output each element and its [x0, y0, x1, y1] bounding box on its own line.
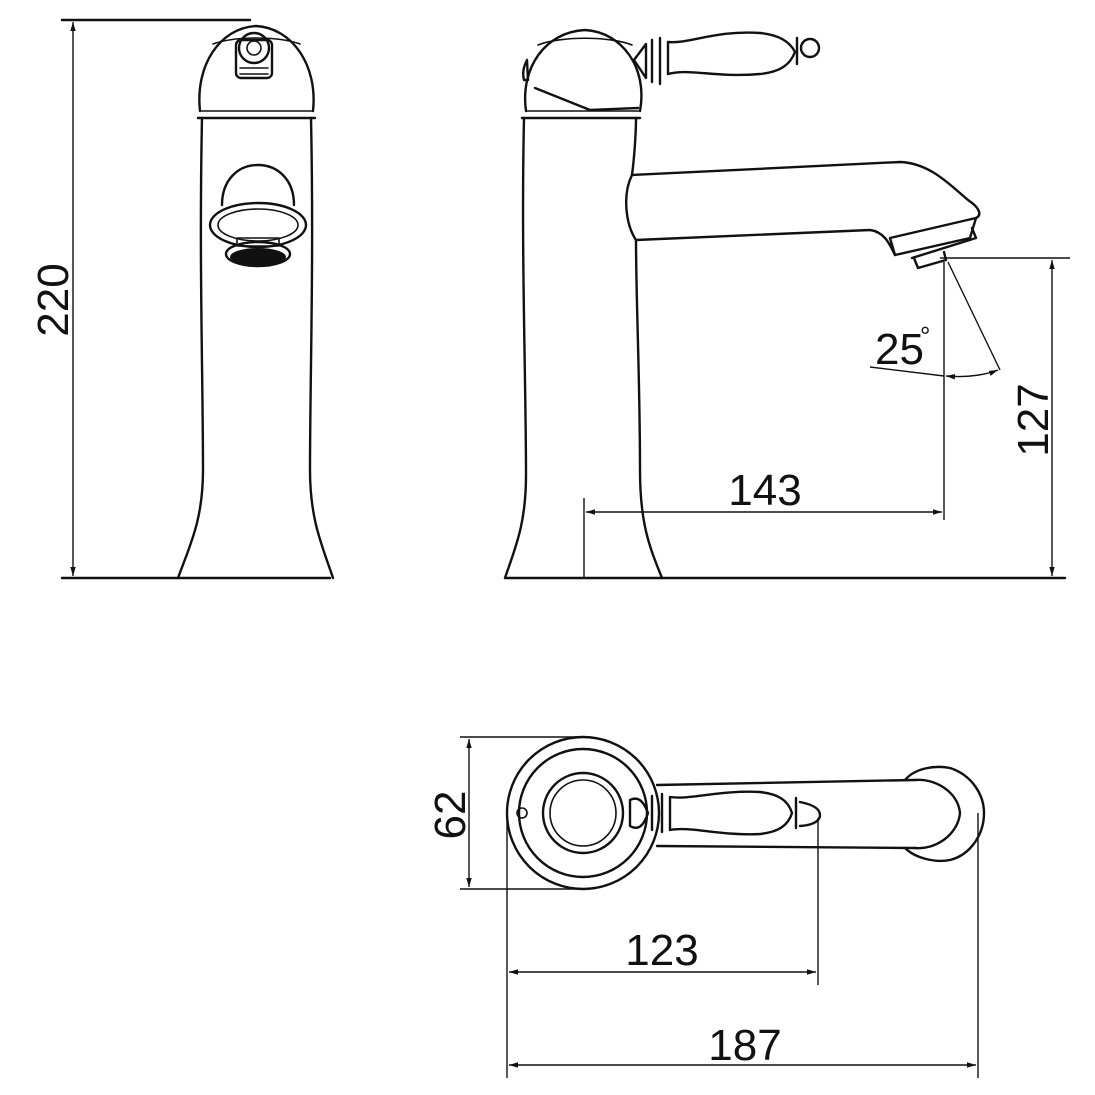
top-spout-head-outer — [903, 765, 986, 862]
dim-handle-length: 123 — [625, 926, 698, 975]
top-dome-outer — [541, 771, 625, 855]
front-handle-knob — [237, 31, 271, 65]
dim-base-diameter: 62 — [426, 791, 475, 840]
top-spout-upper — [655, 778, 917, 787]
top-base-ring — [517, 747, 649, 879]
side-body-right-upper — [630, 116, 638, 177]
front-view — [60, 18, 335, 580]
top-lever-grip — [668, 790, 794, 836]
side-dome-ring — [537, 37, 633, 46]
top-base-outer — [505, 735, 661, 891]
front-spout-flange-inner — [217, 208, 299, 242]
handle-123-dimension: 123 — [506, 813, 819, 1078]
height-127-dimension: 127 — [940, 257, 1070, 576]
front-dome-ring — [212, 37, 301, 45]
side-lever-base — [533, 86, 640, 112]
side-lever-tip — [799, 37, 821, 59]
side-lever-grip — [666, 31, 797, 77]
front-spout-cap — [220, 163, 296, 207]
top-view — [505, 735, 986, 891]
side-aerator-ring — [910, 226, 978, 260]
height-220-dimension: 220 — [29, 22, 78, 576]
top-lever-neck — [628, 797, 650, 829]
side-body-left — [503, 116, 528, 580]
diameter-62-dimension: 62 — [426, 736, 590, 890]
top-spout-lower — [655, 844, 917, 850]
front-dome — [198, 24, 315, 113]
side-spout-top — [630, 160, 981, 220]
front-body-left — [176, 116, 205, 580]
front-handle-stem — [234, 38, 274, 80]
side-aerator-body — [888, 216, 978, 257]
side-lever-neck — [632, 42, 648, 80]
dim-total-height: 220 — [29, 263, 78, 336]
front-spout-flange — [208, 201, 308, 249]
side-view — [503, 28, 1067, 580]
front-aerator-mesh — [230, 248, 286, 266]
side-aerator-tip — [912, 250, 948, 270]
front-body-right — [308, 116, 335, 580]
dim-spout-reach: 143 — [728, 466, 801, 515]
side-body-right — [634, 238, 664, 580]
dim-spout-height: 127 — [1009, 383, 1058, 456]
top-spout-head-inner — [913, 778, 962, 850]
front-aerator-top — [236, 237, 280, 247]
angle-25-dimension: 25 ° — [869, 261, 1001, 380]
front-handle-knob-inner — [246, 40, 262, 56]
top-knob-dot — [516, 807, 528, 819]
top-lever-tip — [798, 800, 822, 828]
side-spout-root — [625, 173, 638, 242]
reach-143-dimension: 143 — [583, 262, 945, 578]
dim-total-length: 187 — [708, 1021, 781, 1070]
side-knob-back — [522, 58, 530, 82]
total-187-dimension: 187 — [509, 813, 979, 1078]
dim-angle-unit: ° — [920, 321, 930, 351]
side-spout-bottom — [634, 228, 897, 257]
top-dome-inner — [549, 779, 617, 847]
dim-angle-value: 25 — [875, 325, 924, 374]
